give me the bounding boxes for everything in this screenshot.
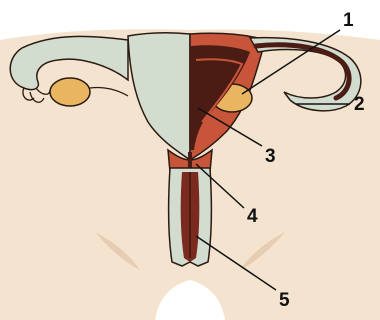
label-5: 5 (279, 290, 290, 311)
label-1: 1 (343, 10, 354, 31)
label-2: 2 (354, 94, 365, 115)
left-ovary (50, 78, 90, 106)
label-3: 3 (265, 146, 276, 167)
label-4: 4 (247, 206, 258, 227)
